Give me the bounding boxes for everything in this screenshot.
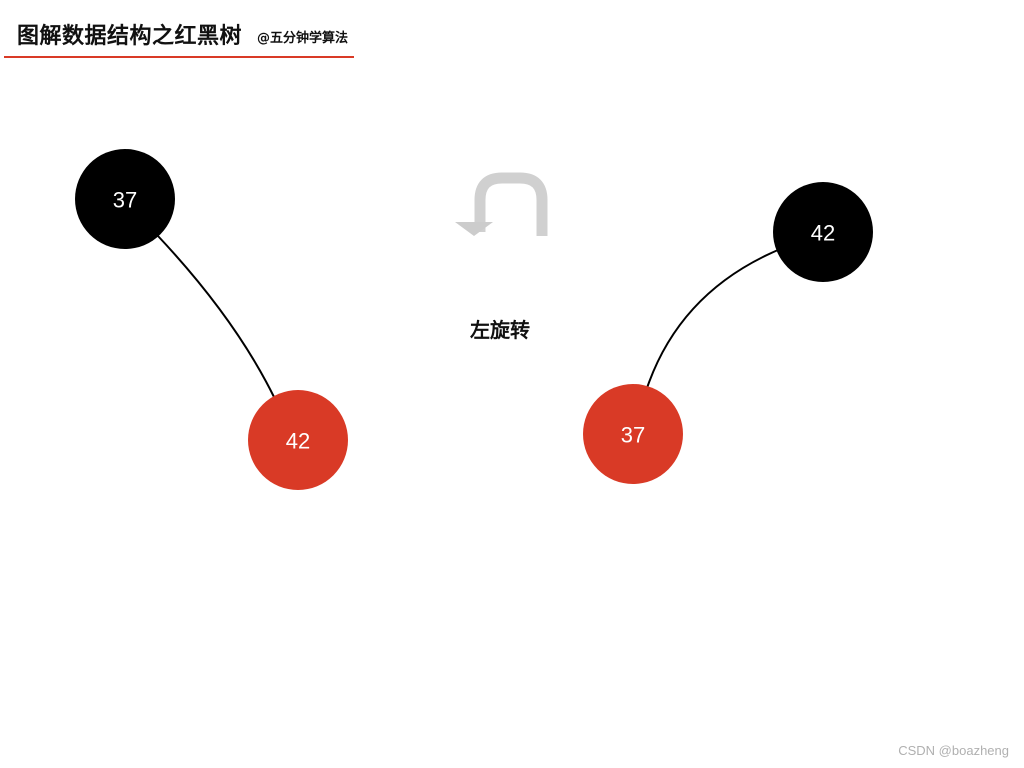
- node-after-parent-value: 42: [811, 221, 835, 246]
- node-after-parent: 42: [773, 182, 873, 282]
- slide-title: 图解数据结构之红黑树: [17, 24, 243, 49]
- edge-after: [646, 249, 779, 389]
- node-before-parent: 37: [75, 149, 175, 249]
- edge-before: [157, 235, 275, 398]
- author-tag: @五分钟学算法: [257, 31, 349, 46]
- node-after-child-value: 37: [621, 423, 645, 448]
- slide-header: 图解数据结构之红黑树 @五分钟学算法: [4, 16, 354, 58]
- watermark: CSDN @boazheng: [898, 743, 1009, 758]
- u-turn-arrow-icon: [455, 172, 548, 236]
- node-before-parent-value: 37: [113, 188, 137, 213]
- node-before-child-value: 42: [286, 429, 310, 454]
- node-after-child: 37: [583, 384, 683, 484]
- node-before-child: 42: [248, 390, 348, 490]
- rotation-label: 左旋转: [470, 318, 530, 342]
